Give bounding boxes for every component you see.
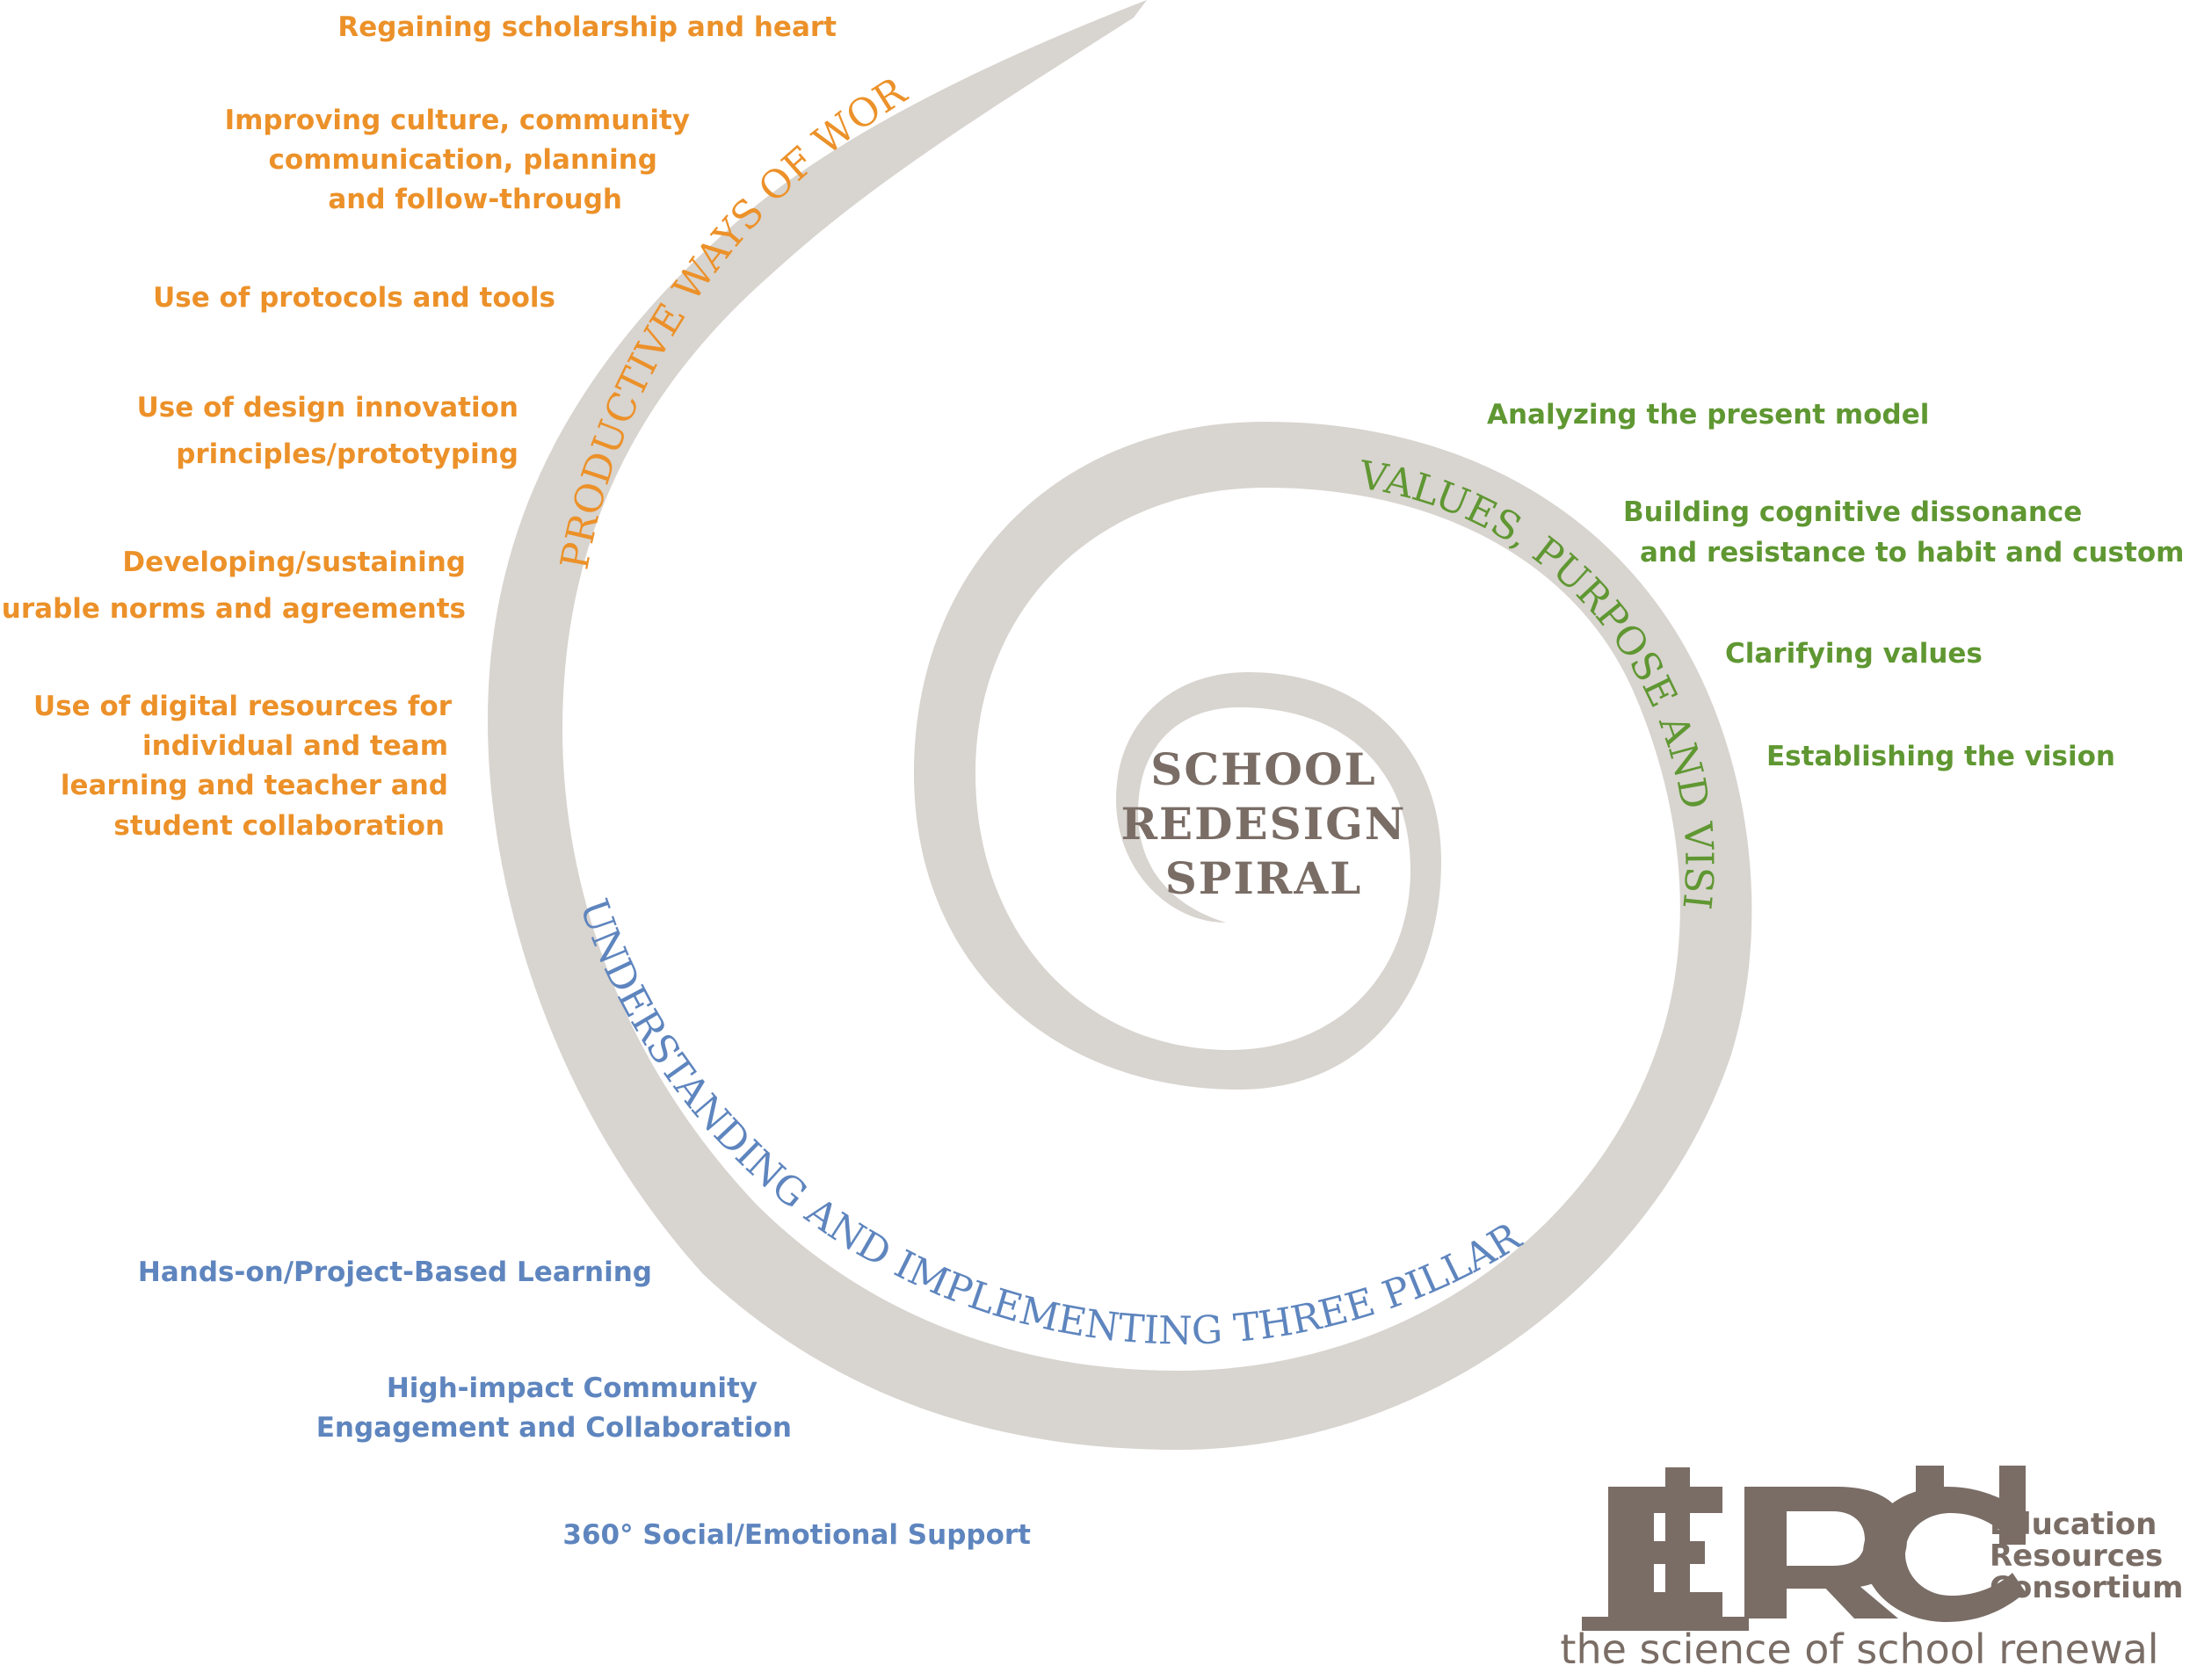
erc-tagline: the science of school renewal xyxy=(1560,1626,2158,1673)
productive-item: Regaining scholarship and heart xyxy=(337,11,837,43)
productive-item: durable norms and agreements xyxy=(0,593,466,625)
values-item: Clarifying values xyxy=(1725,638,1983,670)
productive-item: learning and teacher and xyxy=(61,770,448,801)
productive-item: Use of design innovation xyxy=(137,392,518,424)
pillar-item: Engagement and Collaboration xyxy=(316,1412,792,1444)
pillar-item: 360° Social/Emotional Support xyxy=(562,1519,1031,1551)
pillar-item: High-impact Community xyxy=(387,1372,758,1404)
pillar-item: Hands-on/Project-Based Learning xyxy=(138,1256,652,1288)
values-item: Analyzing the present model xyxy=(1487,399,1929,431)
productive-item: individual and team xyxy=(142,730,448,762)
spiral-band xyxy=(488,0,1752,1450)
pillar-items: Hands-on/Project-Based Learning High-imp… xyxy=(138,1256,1031,1551)
productive-items: Regaining scholarship and heart Improvin… xyxy=(0,11,837,842)
productive-item: Improving culture, community xyxy=(225,105,690,136)
center-line-1: SCHOOL xyxy=(1150,743,1376,795)
values-items: Analyzing the present model Building cog… xyxy=(1487,399,2184,772)
center-line-2: REDESIGN xyxy=(1120,798,1406,850)
erc-logo: Education Resources Consortium the scien… xyxy=(1560,1466,2183,1673)
productive-item: and follow-through xyxy=(328,184,622,215)
values-item: and resistance to habit and custom xyxy=(1640,537,2184,568)
productive-item: principles/prototyping xyxy=(176,438,518,470)
productive-item: Use of protocols and tools xyxy=(153,282,555,314)
erc-logo-mark xyxy=(1582,1466,2026,1631)
productive-item: communication, planning xyxy=(269,144,657,176)
productive-item: Developing/sustaining xyxy=(122,547,466,578)
productive-item: student collaboration xyxy=(113,810,445,842)
erc-word-2: Resources xyxy=(1990,1539,2163,1574)
center-line-3: SPIRAL xyxy=(1165,852,1363,904)
erc-word-1: Education xyxy=(1990,1507,2157,1542)
erc-word-3: Consortium xyxy=(1990,1570,2183,1605)
values-item: Establishing the vision xyxy=(1766,741,2115,772)
productive-item: Use of digital resources for xyxy=(33,691,453,722)
values-item: Building cognitive dissonance xyxy=(1623,496,2082,528)
